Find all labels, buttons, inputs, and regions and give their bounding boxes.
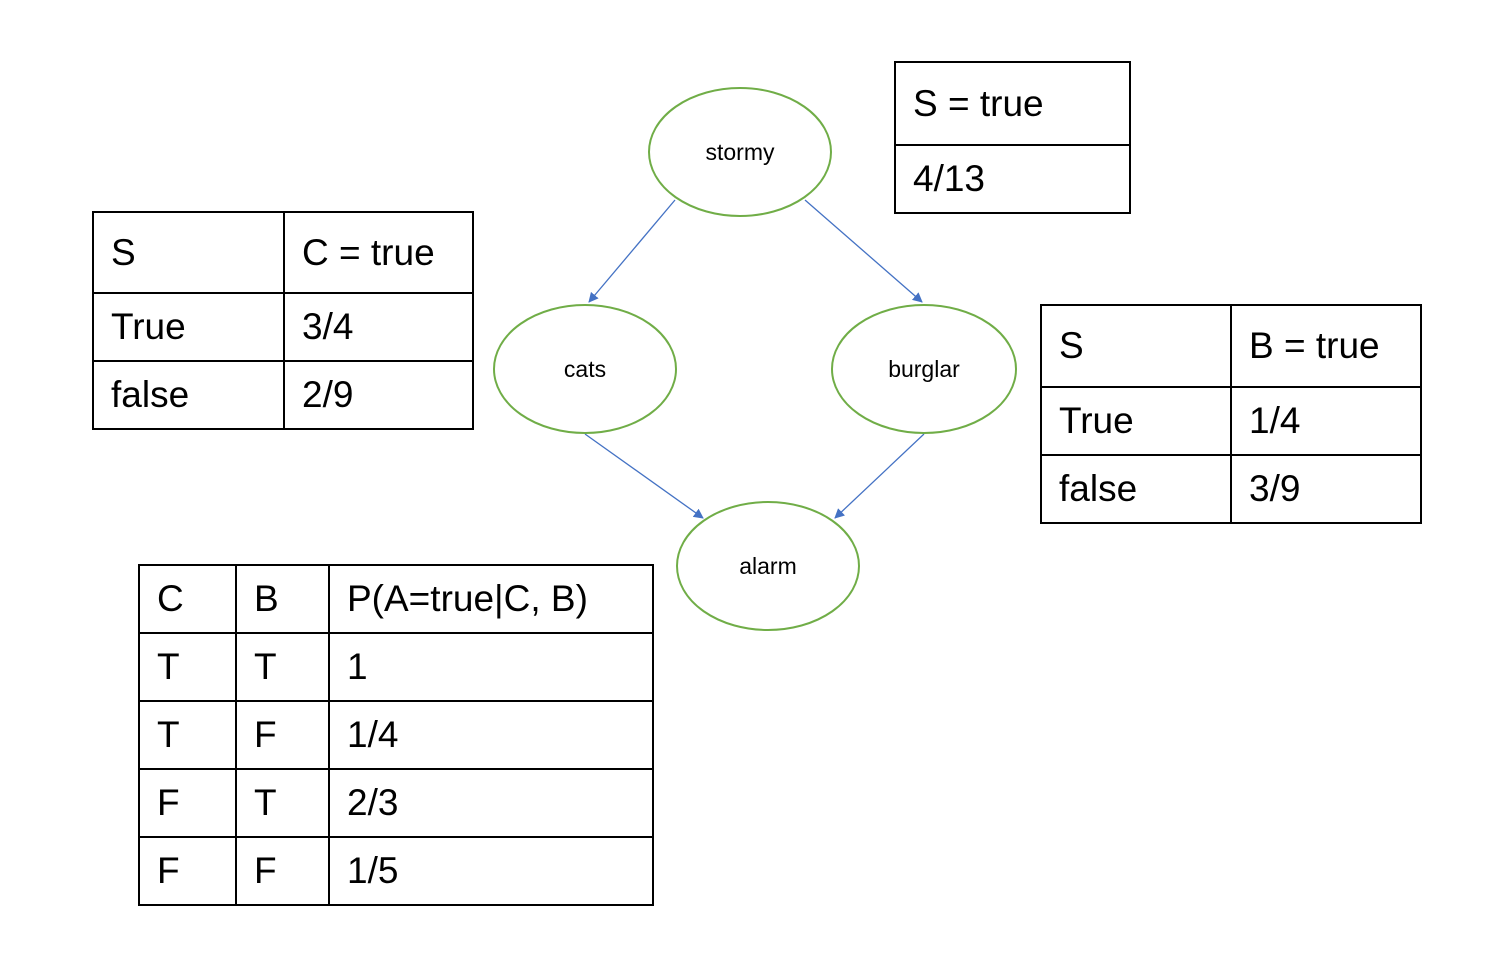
table-cell: T bbox=[138, 632, 237, 702]
table-cell: F bbox=[138, 836, 237, 906]
table-cell: false bbox=[92, 360, 285, 430]
table-cell: 1/4 bbox=[328, 700, 654, 770]
stormy-table-header: S = true bbox=[894, 61, 1131, 146]
node-alarm: alarm bbox=[676, 501, 860, 631]
edge-stormy-burglar bbox=[804, 199, 923, 303]
alarm-table-header-b: B bbox=[235, 564, 330, 634]
table-row: false 3/9 bbox=[1040, 454, 1422, 524]
cats-table-header-s: S bbox=[92, 211, 285, 294]
table-cell: T bbox=[138, 700, 237, 770]
edge-burglar-alarm bbox=[834, 433, 925, 519]
node-label: burglar bbox=[888, 356, 960, 382]
burglar-table-header-s: S bbox=[1040, 304, 1232, 388]
table-row: True 1/4 bbox=[1040, 386, 1422, 456]
cats-probability-table: S C = true True 3/4 false 2/9 bbox=[92, 211, 474, 430]
node-label: stormy bbox=[706, 139, 776, 165]
cats-table-header-c: C = true bbox=[283, 211, 474, 294]
stormy-probability-table: S = true 4/13 bbox=[894, 61, 1131, 214]
edge-cats-alarm bbox=[584, 433, 704, 519]
table-row: false 2/9 bbox=[92, 360, 474, 430]
table-cell: F bbox=[235, 700, 330, 770]
alarm-probability-table: C B P(A=true|C, B) T T 1 T F 1/4 F T 2/3… bbox=[138, 564, 654, 906]
node-label: cats bbox=[564, 356, 606, 382]
table-cell: 2/3 bbox=[328, 768, 654, 838]
table-cell: false bbox=[1040, 454, 1232, 524]
node-burglar: burglar bbox=[831, 304, 1017, 434]
stormy-table-value: 4/13 bbox=[894, 144, 1131, 214]
table-cell: 3/9 bbox=[1230, 454, 1422, 524]
alarm-table-header-p: P(A=true|C, B) bbox=[328, 564, 654, 634]
table-cell: 3/4 bbox=[283, 292, 474, 362]
table-cell: 1/5 bbox=[328, 836, 654, 906]
table-row: T F 1/4 bbox=[138, 700, 654, 770]
node-ellipse bbox=[648, 87, 832, 217]
table-row: F T 2/3 bbox=[138, 768, 654, 838]
edge-stormy-cats bbox=[588, 199, 676, 303]
table-cell: 2/9 bbox=[283, 360, 474, 430]
node-ellipse bbox=[676, 501, 860, 631]
table-cell: 1 bbox=[328, 632, 654, 702]
table-cell: True bbox=[92, 292, 285, 362]
table-cell: F bbox=[235, 836, 330, 906]
table-row: F F 1/5 bbox=[138, 836, 654, 906]
table-cell: True bbox=[1040, 386, 1232, 456]
node-ellipse bbox=[493, 304, 677, 434]
burglar-table-header-b: B = true bbox=[1230, 304, 1422, 388]
table-cell: T bbox=[235, 768, 330, 838]
alarm-table-header-c: C bbox=[138, 564, 237, 634]
node-cats: cats bbox=[493, 304, 677, 434]
table-row: True 3/4 bbox=[92, 292, 474, 362]
table-cell: 1/4 bbox=[1230, 386, 1422, 456]
burglar-probability-table: S B = true True 1/4 false 3/9 bbox=[1040, 304, 1422, 524]
node-ellipse bbox=[831, 304, 1017, 434]
table-cell: F bbox=[138, 768, 237, 838]
node-stormy: stormy bbox=[648, 87, 832, 217]
table-row: T T 1 bbox=[138, 632, 654, 702]
node-label: alarm bbox=[739, 553, 797, 579]
table-cell: T bbox=[235, 632, 330, 702]
